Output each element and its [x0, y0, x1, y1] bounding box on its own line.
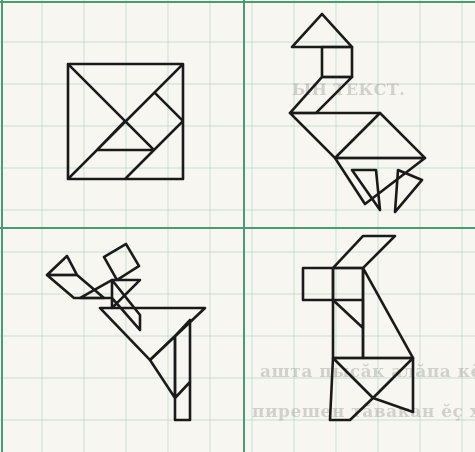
- bleed-through-text-1: ЫН ТЕКСТ.: [292, 80, 405, 99]
- bleed-through-text-2: ашта пысӑк алӑпа кӗрекен: [260, 362, 475, 382]
- bleed-through-text-3: пирешен тӑвакан ӗҫ хӗтӗре: [252, 402, 475, 422]
